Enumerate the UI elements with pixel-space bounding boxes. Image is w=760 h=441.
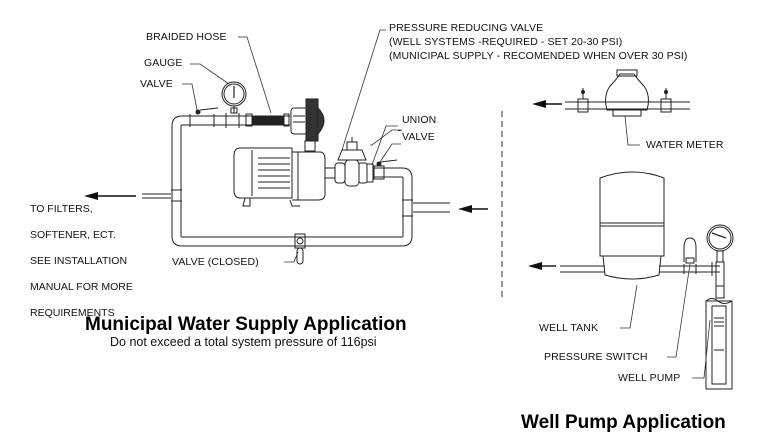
union-fitting xyxy=(366,163,374,183)
braided-hose xyxy=(251,115,285,125)
left-outlet-pipe xyxy=(142,193,171,199)
label-prv-line3: (MUNICIPAL SUPPLY - RECOMENDED WHEN OVER… xyxy=(389,50,688,62)
label-valve-top: VALVE xyxy=(140,78,173,90)
well-title: Well Pump Application xyxy=(521,412,726,433)
label-pressure-switch: PRESSURE SWITCH xyxy=(544,351,648,363)
water-meter-assembly xyxy=(565,69,690,117)
right-riser-pipe xyxy=(401,178,450,247)
label-prv-line2: (WELL SYSTEMS -REQUIRED - SET 20-30 PSI) xyxy=(389,36,623,48)
top-valve-handle xyxy=(195,107,219,115)
label-valve-closed: VALVE (CLOSED) xyxy=(172,256,259,268)
inlet-arrow-icon xyxy=(458,205,488,213)
well-outlet-arrow-icon xyxy=(528,262,556,270)
well-tank xyxy=(599,171,665,280)
label-water-meter: WATER METER xyxy=(646,139,724,151)
leader-lines-municipal xyxy=(182,29,403,263)
label-braided-hose: BRAIDED HOSE xyxy=(146,31,227,43)
pump-motor xyxy=(233,147,326,207)
bypass-pipe xyxy=(182,236,402,247)
label-well-tank: WELL TANK xyxy=(539,322,599,334)
gauge-icon xyxy=(221,81,247,114)
outlet-note: TO FILTERS, SOFTENER, ECT. SEE INSTALLAT… xyxy=(30,190,133,333)
pump-control-head xyxy=(290,98,325,152)
outlet-note-line: TO FILTERS, xyxy=(30,203,93,215)
well-pipe xyxy=(560,261,725,299)
pressure-switch-icon xyxy=(683,237,697,264)
left-riser-pipe xyxy=(171,115,183,247)
outlet-arrow-icon xyxy=(84,192,136,200)
municipal-title: Municipal Water Supply Application xyxy=(85,314,407,335)
label-valve-right: VALVE xyxy=(402,131,435,143)
closed-valve xyxy=(294,233,306,265)
label-union: UNION xyxy=(402,114,437,126)
outlet-note-line: REQUIREMENTS xyxy=(30,307,115,319)
label-gauge: GAUGE xyxy=(144,57,183,69)
outlet-note-line: SEE INSTALLATION xyxy=(30,255,128,267)
well-gauge-icon xyxy=(706,224,734,263)
label-prv-line1: PRESSURE REDUCING VALVE xyxy=(389,22,544,34)
right-top-pipe xyxy=(373,159,413,180)
municipal-subtitle: Do not exceed a total system pressure of… xyxy=(110,335,377,349)
well-pump-casing xyxy=(705,298,733,390)
outlet-note-line: MANUAL FOR MORE xyxy=(30,281,133,293)
leader-lines-well xyxy=(620,263,711,379)
outlet-note-line: SOFTENER, ECT. xyxy=(30,229,116,241)
pressure-reducing-valve xyxy=(325,137,368,187)
label-well-pump: WELL PUMP xyxy=(618,372,681,384)
meter-outlet-arrow-icon xyxy=(532,100,562,108)
